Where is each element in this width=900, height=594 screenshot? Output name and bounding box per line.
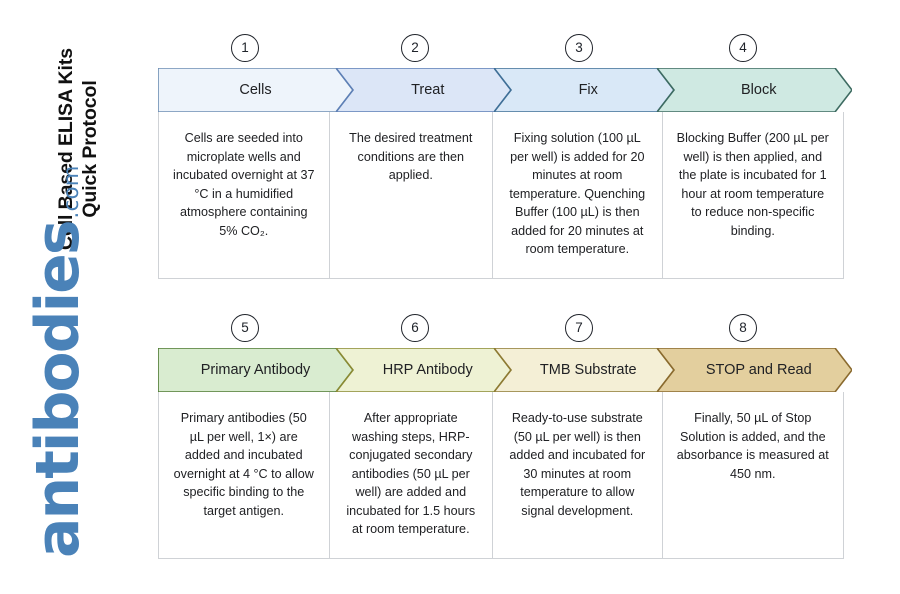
chevron-shape: [657, 348, 852, 392]
step-description: Blocking Buffer (200 µL per well) is the…: [676, 131, 829, 238]
chevron-label: STOP and Read: [705, 362, 812, 378]
protocol-step-chevron[interactable]: Fix: [494, 68, 674, 112]
step-description: Cells are seeded into microplate wells a…: [159, 112, 330, 278]
step-description: After appropriate washing steps, HRP-con…: [330, 392, 494, 558]
chevron-strip-1: Cells Treat Fix Block: [158, 68, 852, 112]
chevron-label: Block: [741, 82, 777, 98]
step-number-strip-2: 5 6 7 8: [158, 314, 844, 348]
chevron-label: Cells: [239, 82, 272, 98]
protocol-step-chevron[interactable]: Block: [657, 68, 852, 112]
chevron-label: HRP Antibody: [382, 362, 473, 378]
protocol-step-chevron[interactable]: TMB Substrate: [494, 348, 674, 392]
step-description: Ready-to-use substrate (50 µL per well) …: [493, 392, 663, 558]
chevron-label: TMB Substrate: [539, 362, 637, 378]
step-number-badge: 4: [729, 34, 757, 62]
protocol-step-chevron[interactable]: STOP and Read: [657, 348, 852, 392]
step-description: Finally, 50 µL of Stop Solution is added…: [676, 411, 829, 481]
step-number-badge: 3: [565, 34, 593, 62]
step-number-strip-1: 1 2 3 4: [158, 34, 844, 68]
chevron-shape: [336, 68, 511, 112]
protocol-step-chevron[interactable]: Primary Antibody: [158, 348, 353, 392]
step-number-badge: 5: [231, 314, 259, 342]
chevron-label: Fix: [578, 82, 598, 98]
content-strip-2: Primary antibodies (50 µL per well, 1×) …: [158, 392, 844, 559]
chevron-shape: [494, 348, 674, 392]
brand-logo-word: antibodies: [23, 221, 93, 558]
chevron-shape: [657, 68, 852, 112]
chevron-strip-2: Primary Antibody HRP Antibody TMB Substrat…: [158, 348, 852, 392]
content-strip-1: Cells are seeded into microplate wells a…: [158, 112, 844, 279]
chevron-shape: [336, 348, 511, 392]
protocol-step-chevron[interactable]: Treat: [336, 68, 511, 112]
protocol-row-1: 1 2 3 4 Cells Treat Fix Block Cells are seeded…: [158, 34, 852, 279]
step-number-badge: 8: [729, 314, 757, 342]
brand-logo-tld: .com: [59, 165, 83, 219]
chevron-shape: [494, 68, 674, 112]
step-description: Primary antibodies (50 µL per well, 1×) …: [159, 392, 330, 558]
chevron-label: Primary Antibody: [200, 362, 311, 378]
step-description: Fixing solution (100 µL per well) is add…: [493, 112, 663, 278]
page-title-line-1: Cell Based ELISA Kits: [55, 48, 78, 250]
step-number-badge: 7: [565, 314, 593, 342]
protocol-row-2: 5 6 7 8 Primary Antibody HRP Antibody TMB Sub…: [158, 314, 852, 559]
brand-logo: antibodies .com: [23, 165, 138, 558]
step-number-badge: 6: [401, 314, 429, 342]
protocol-step-chevron[interactable]: Cells: [158, 68, 353, 112]
step-number-badge: 1: [231, 34, 259, 62]
step-number-badge: 2: [401, 34, 429, 62]
chevron-label: Treat: [411, 82, 445, 98]
protocol-step-chevron[interactable]: HRP Antibody: [336, 348, 511, 392]
step-description: The desired treatment conditions are the…: [330, 112, 494, 278]
